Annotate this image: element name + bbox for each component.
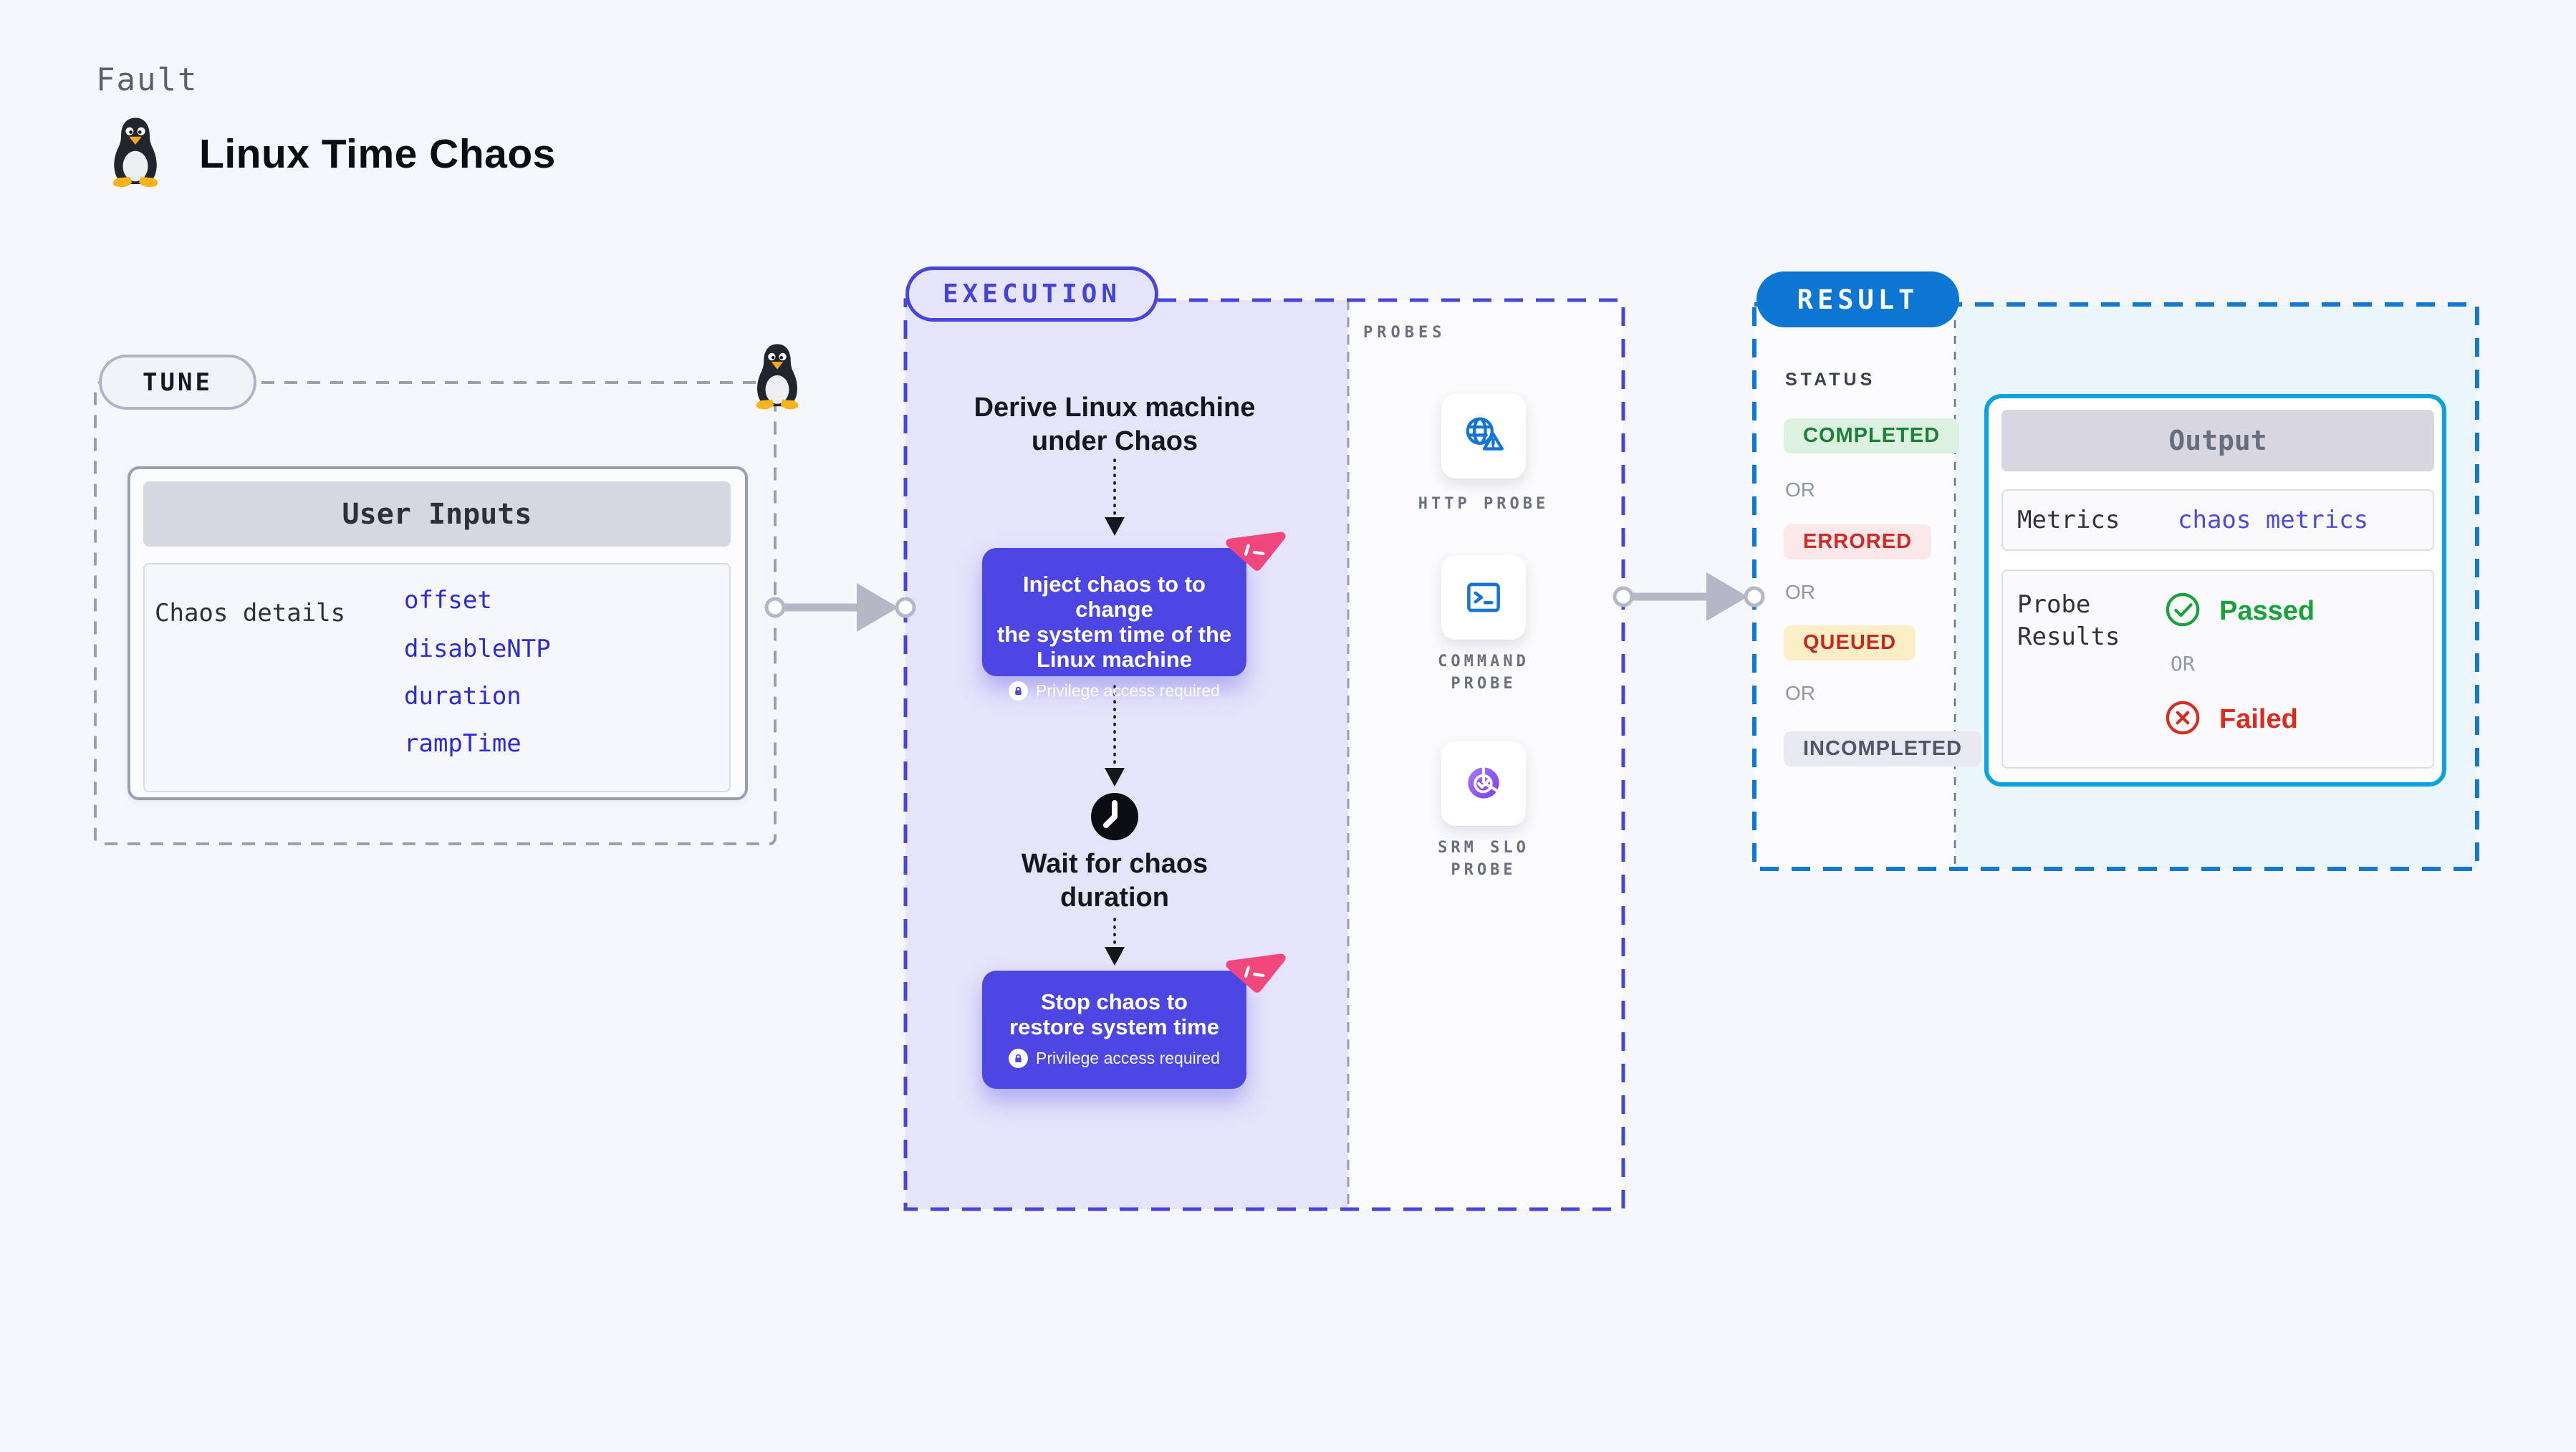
flow-arrow-derive-to-inject (1105, 458, 1125, 536)
tux-icon-small (749, 342, 805, 410)
connector-dot (764, 597, 786, 618)
input-link-offset[interactable]: offset (404, 586, 492, 615)
lock-icon (1009, 1049, 1029, 1068)
wait-step-text: Wait for chaos duration (950, 847, 1279, 915)
inject-chaos-node: Inject chaos to to change the system tim… (982, 548, 1246, 701)
globe-alert-icon (1460, 413, 1507, 460)
privilege-row: Privilege access required (982, 681, 1246, 701)
privilege-row: Privilege access required (982, 1049, 1246, 1068)
execution-group-box (903, 298, 1625, 1211)
result-group-box (1752, 302, 2479, 871)
lock-icon (1009, 681, 1029, 701)
input-link-disablentp[interactable]: disableNTP (404, 635, 551, 663)
arrow-tune-to-execution (764, 583, 916, 632)
status-badge-completed: COMPLETED (1784, 418, 1960, 453)
slo-donut-icon (1460, 760, 1507, 807)
result-section-pill: RESULT (1756, 271, 1959, 327)
user-inputs-header: User Inputs (143, 481, 731, 547)
stop-line-1: Stop chaos to (1041, 989, 1188, 1014)
metrics-row (2001, 489, 2434, 551)
execution-section-pill: EXECUTION (905, 266, 1158, 322)
or-separator: OR (1785, 479, 1815, 501)
probe-results-label: Probe Results (2017, 589, 2120, 653)
input-link-duration[interactable]: duration (404, 682, 522, 711)
user-inputs-body (143, 563, 731, 792)
derive-line-1: Derive Linux machine (974, 393, 1256, 423)
status-heading: STATUS (1785, 370, 1876, 390)
or-separator: OR (1785, 682, 1815, 704)
wait-line-2: duration (1060, 883, 1169, 913)
http-probe-label: HTTP PROBE (1376, 493, 1591, 515)
probe-label-line: PROBE (1451, 861, 1517, 879)
probe-results-row (2001, 569, 2434, 769)
connector-dot (1613, 586, 1634, 607)
flow-arrow-inject-to-wait (1105, 685, 1125, 787)
chaos-logo-icon (1222, 953, 1289, 995)
probe-label-line: COMMAND (1438, 653, 1529, 670)
command-probe-label: COMMAND PROBE (1376, 650, 1591, 695)
privilege-text: Privilege access required (1036, 1049, 1220, 1067)
probe-results-line: Results (2017, 622, 2120, 651)
arrow-execution-to-result (1613, 572, 1765, 621)
fault-eyebrow: Fault (96, 62, 198, 98)
stop-chaos-node: Stop chaos to restore system time Privil… (982, 971, 1246, 1089)
or-separator: OR (1785, 581, 1815, 603)
status-badge-errored: ERRORED (1784, 524, 1932, 559)
clock-icon (1089, 791, 1140, 842)
derive-line-2: under Chaos (1031, 426, 1198, 456)
wait-line-1: Wait for chaos (1021, 849, 1208, 879)
or-separator: OR (2171, 652, 2195, 675)
stop-line-2: restore system time (1009, 1014, 1219, 1039)
http-probe-card (1441, 394, 1526, 479)
passed-text: Passed (2219, 596, 2315, 626)
status-badge-queued: QUEUED (1784, 625, 1916, 660)
input-link-ramptime[interactable]: rampTime (404, 729, 522, 758)
chaos-metrics-link[interactable]: chaos metrics (2178, 506, 2369, 534)
derive-step-text: Derive Linux machine under Chaos (950, 391, 1279, 458)
inject-line-1: Inject chaos to to change (1023, 572, 1206, 622)
flow-arrow-wait-to-stop (1105, 918, 1125, 966)
result-status-background (1754, 304, 1955, 869)
inject-line-2: the system time of the (996, 622, 1232, 647)
terminal-icon (1460, 574, 1507, 621)
probe-results-line: Probe (2017, 590, 2091, 619)
command-probe-card (1441, 555, 1526, 640)
probes-panel-label: PROBES (1363, 324, 1446, 342)
inject-line-3: Linux machine (1036, 647, 1193, 672)
connector-dot (895, 597, 916, 618)
failed-text: Failed (2219, 704, 2298, 734)
status-badge-incompleted: INCOMPLETED (1784, 731, 1982, 766)
probe-label-line: PROBE (1451, 675, 1517, 693)
failed-x-icon (2165, 700, 2201, 736)
passed-check-icon (2165, 592, 2201, 628)
srm-slo-probe-card (1441, 741, 1526, 826)
privilege-text: Privilege access required (1036, 681, 1220, 700)
chaos-details-label: Chaos details (155, 599, 346, 628)
metrics-label: Metrics (2017, 506, 2120, 534)
chaos-logo-icon (1222, 532, 1289, 573)
page-title: Linux Time Chaos (199, 131, 556, 177)
srm-slo-probe-label: SRM SLO PROBE (1376, 837, 1591, 881)
probe-label-line: HTTP PROBE (1418, 495, 1549, 513)
probe-label-line: SRM SLO (1438, 839, 1529, 857)
connector-dot (1744, 586, 1765, 607)
output-card-header: Output (2001, 410, 2434, 471)
tune-section-pill: TUNE (99, 355, 256, 410)
